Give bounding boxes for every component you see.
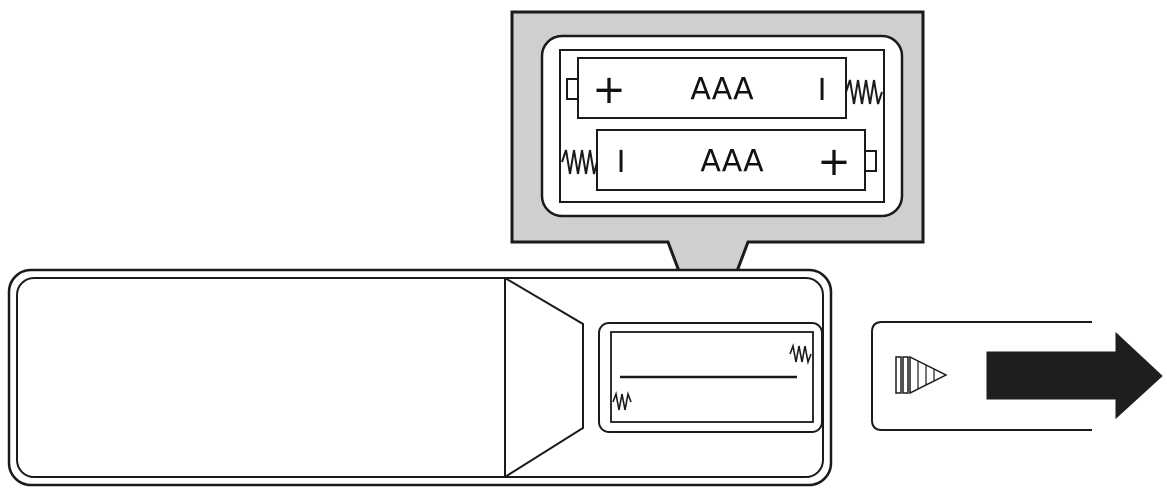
remote-control [7,268,833,487]
spring-contact-icon [789,343,812,365]
battery-bottom: I AAA + [596,129,877,191]
battery-cover [871,321,1092,431]
battery-top-label: AAA [690,72,754,107]
arrow-right-icon [986,331,1163,420]
battery-bottom-label: AAA [700,144,764,179]
battery-top: + AAA I [566,57,847,119]
battery-bottom-body [596,129,866,191]
battery-bottom-plus: + [817,139,851,185]
battery-top-plus: + [592,67,626,113]
remote-taper-line [504,277,584,478]
battery-cover-outline [871,321,1092,431]
callout: + AAA I I AAA + [510,10,925,353]
battery-bottom-nub [864,150,877,172]
battery-top-nub [566,78,579,100]
spring-contact-icon [612,391,632,411]
spring-contact-icon [845,79,883,105]
battery-top-minus: I [818,73,827,108]
triangle-arrow-icon [895,355,948,395]
battery-bottom-minus: I [617,145,626,180]
spring-contact-icon [561,149,598,175]
